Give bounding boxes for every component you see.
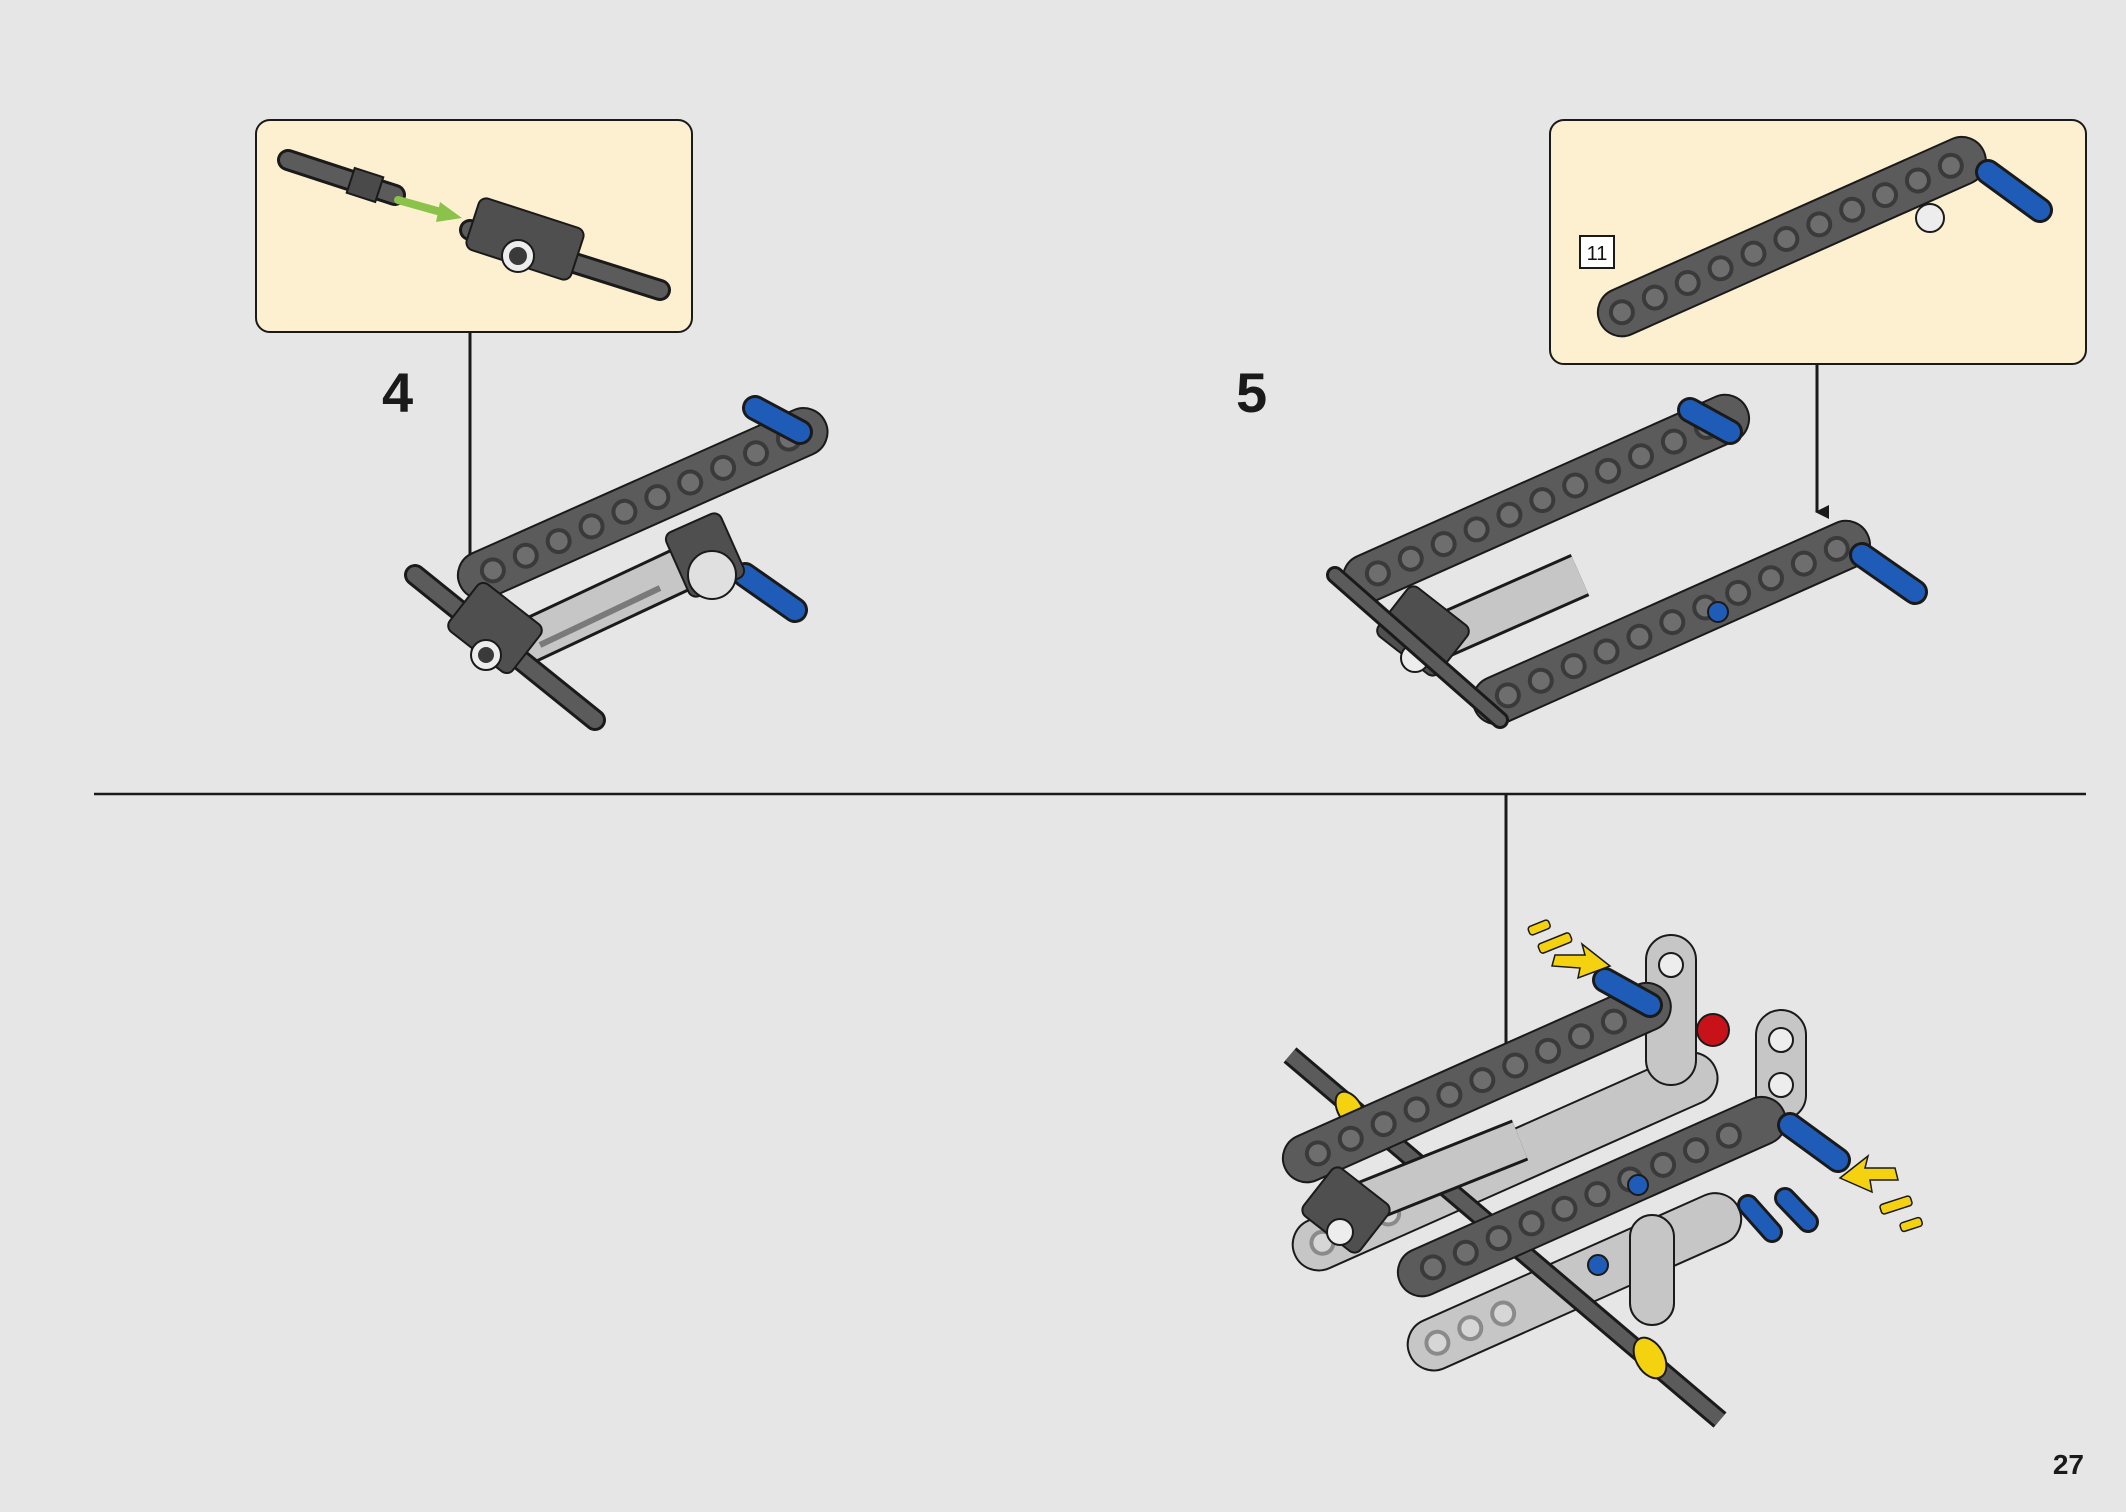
page-number: 27 <box>2053 1449 2084 1480</box>
step-4-number: 4 <box>382 361 413 424</box>
yellow-push-arrow-icon <box>1527 919 1612 980</box>
yellow-push-arrow-icon <box>1838 1154 1923 1233</box>
blue-pin <box>732 562 808 623</box>
beam-11-part <box>1596 135 2053 338</box>
step-4-callout <box>255 119 693 333</box>
step-5-model <box>1326 393 1928 729</box>
step-5-number: 5 <box>1236 361 1267 424</box>
svg-text:11: 11 <box>1587 243 1608 265</box>
assembly-model <box>1281 934 1851 1428</box>
green-insert-arrow-icon <box>394 196 462 222</box>
connector-axle-part <box>459 197 671 301</box>
red-pin <box>1696 1013 1730 1047</box>
blue-pin <box>742 395 813 445</box>
part-length-label: 11 <box>1579 235 1615 269</box>
step-5-callout: 11 <box>1549 119 2087 365</box>
step-4-model <box>404 395 829 731</box>
axle-pin-part <box>277 149 406 206</box>
